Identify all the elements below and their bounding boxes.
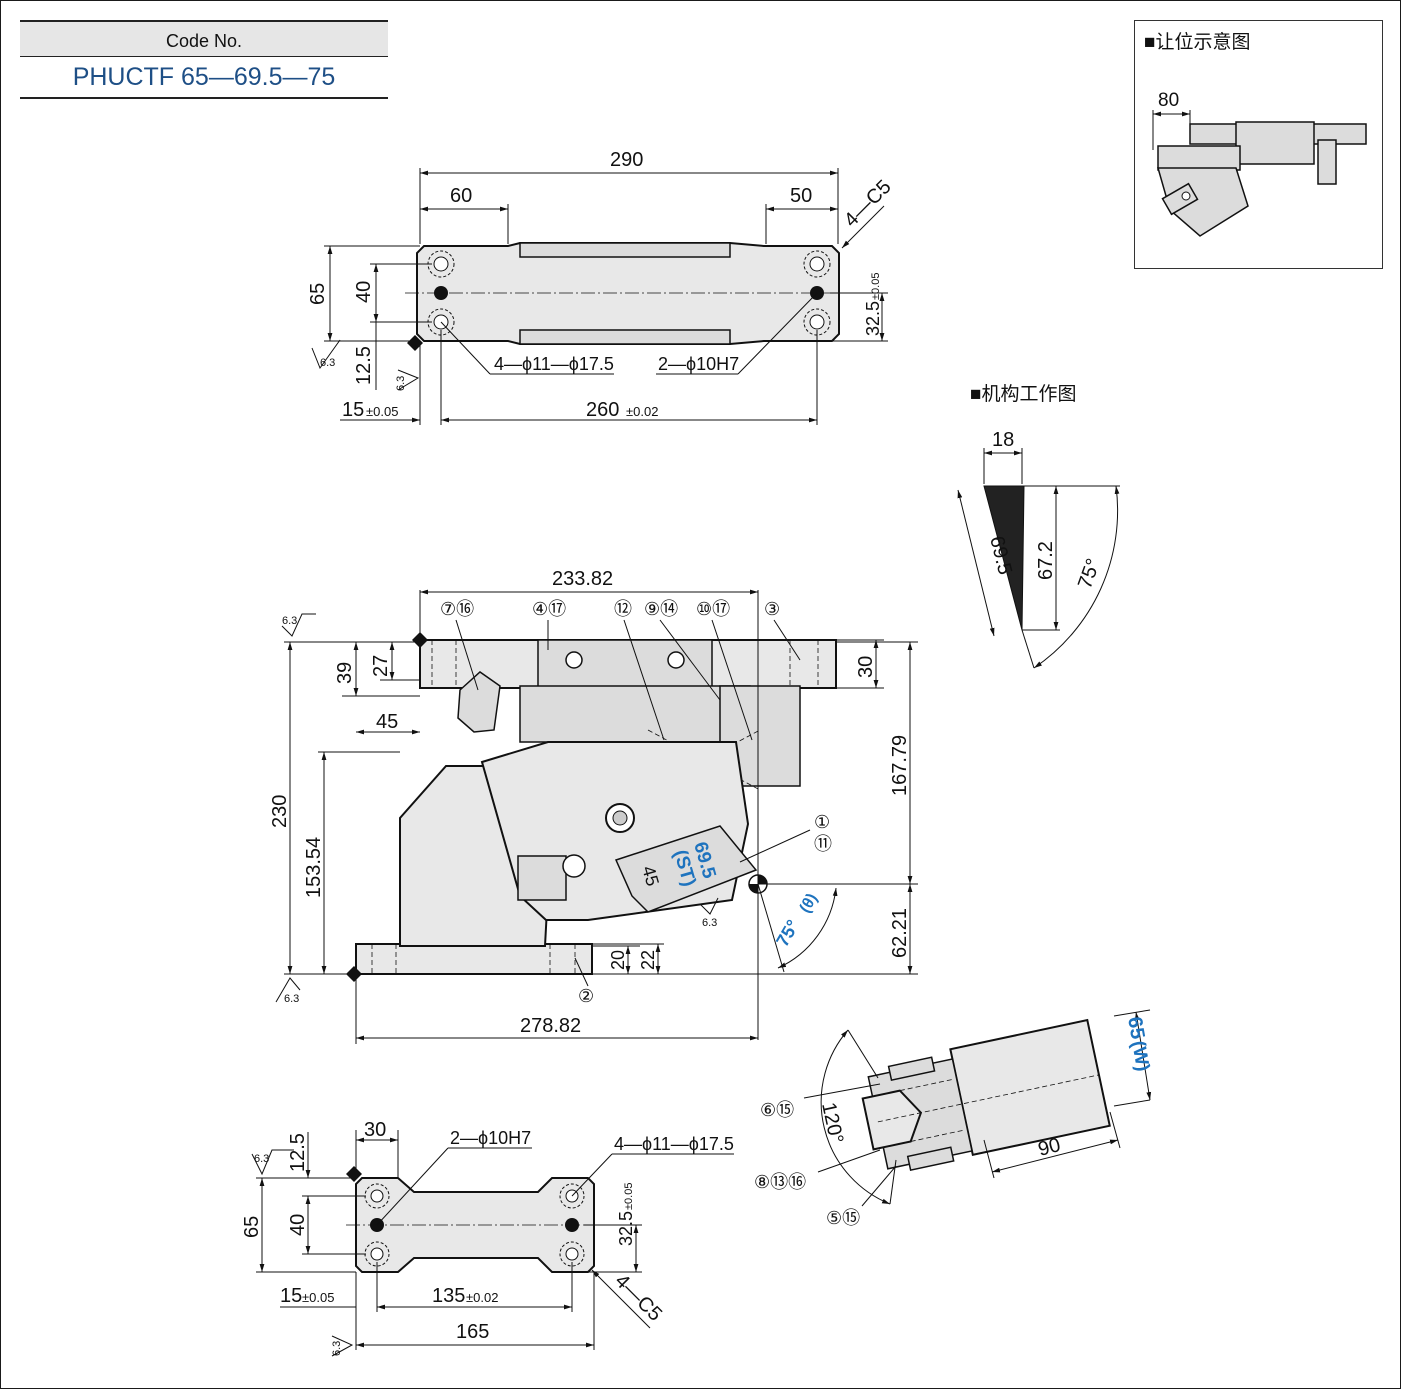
front-dim-20: 20 [608,950,628,970]
bottom-dim-165: 165 [456,1321,489,1343]
callout-1: ① [814,812,830,832]
bottom-roughness-2: 6.3 [331,1341,343,1356]
bottom-dim-135: 135 [432,1285,465,1307]
clearance-title: ■让位示意图 [1144,31,1250,53]
front-dim-233-82: 233.82 [552,568,613,590]
front-dim-230: 230 [269,795,291,828]
side-width-label: (W) [1127,1039,1153,1073]
front-dim-30: 30 [855,656,877,678]
top-roughness-1: 6.3 [320,357,335,369]
side-width-value: 65 [1123,1015,1149,1041]
front-roughness-a: 6.3 [282,615,297,627]
side-angle-120: 120° [817,1100,847,1145]
front-roughness-c: 6.3 [702,917,717,929]
front-roughness-b: 6.3 [284,993,299,1005]
callout-6-15: ⑥⑮ [760,1100,794,1120]
bottom-dim-30: 30 [364,1119,386,1141]
clearance-dim-80: 80 [1158,90,1179,111]
bottom-tol-135: ±0.02 [466,1290,498,1305]
front-dim-167-79: 167.79 [889,735,911,796]
bottom-dim-15: 15 [280,1285,302,1307]
front-dim-22: 22 [638,950,658,970]
top-tol-15: ±0.05 [366,404,398,419]
top-dim-32-5: 32.5 [863,301,883,336]
bottom-dim-65: 65 [241,1216,263,1238]
callout-3: ③ [764,599,780,619]
callout-5-15: ⑤⑮ [826,1208,860,1228]
top-dim-60: 60 [450,185,472,207]
code-header: Code No. [20,20,388,57]
top-roughness-2: 6.3 [395,376,407,391]
bottom-hole-a: 4—ϕ11—ϕ17.5 [614,1134,734,1154]
front-dim-27: 27 [370,655,392,677]
top-view-plate: 290 60 50 4—C5 65 40 12.5 32.5 ±0.05 4—ϕ… [307,149,896,425]
code-value: PHUCTF 65—69.5—75 [20,57,388,99]
callout-10-17: ⑩⑰ [696,599,730,619]
callout-12: ⑫ [614,599,632,619]
front-dim-153-54: 153.54 [303,837,325,898]
mech-angle-75: 75° [1074,556,1105,592]
callout-4-17: ④⑰ [532,599,566,619]
clearance-diagram: ■让位示意图 80 [1144,31,1367,237]
side-dim-90: 90 [1036,1134,1063,1161]
front-angle-label: (θ) [797,891,821,916]
front-dim-45-top: 45 [376,711,398,733]
mechanism-title: ■机构工作图 [970,383,1076,405]
callout-7-16: ⑦⑯ [440,599,474,619]
top-dim-50: 50 [790,185,812,207]
callout-2: ② [578,986,594,1006]
top-hole-a: 4—ϕ11—ϕ17.5 [494,354,614,374]
mech-dim-18: 18 [992,429,1014,451]
front-angle-value: 75° [772,916,803,950]
clearance-diagram-box [1134,20,1383,269]
front-dim-39: 39 [334,662,356,684]
bottom-tol-32-5: ±0.05 [623,1183,635,1210]
top-dim-260: 260 [586,399,619,421]
top-tol-32-5: ±0.05 [870,273,882,300]
callout-9-14: ⑨⑭ [644,599,678,619]
code-number-box: Code No. PHUCTF 65—69.5—75 [20,20,388,99]
top-dim-15: 15 [342,399,364,421]
top-dim-40: 40 [353,281,375,303]
bottom-view-plate: 30 12.5 2—ϕ10H7 4—ϕ11—ϕ17.5 65 40 32.5 ±… [241,1119,734,1357]
bottom-dim-40: 40 [287,1214,309,1236]
front-dim-278-82: 278.82 [520,1015,581,1037]
top-tol-260: ±0.02 [626,404,658,419]
bottom-tol-15: ±0.05 [302,1290,334,1305]
top-hole-b: 2—ϕ10H7 [658,354,739,374]
callout-8-13-16: ⑧⑬⑯ [754,1172,806,1192]
bottom-hole-b: 2—ϕ10H7 [450,1128,531,1148]
top-dim-290: 290 [610,149,643,171]
top-dim-65: 65 [307,283,329,305]
callout-11: ⑪ [814,834,832,854]
top-dim-12-5: 12.5 [353,346,375,385]
bottom-chamfer: 4—C5 [610,1270,666,1326]
front-dim-62-21: 62.21 [889,908,911,958]
side-view: 65 (W) 90 120° ⑥⑮ ⑧⑬⑯ ⑤⑮ [754,1009,1153,1228]
front-view: 233.82 39 27 45 30 167.79 62.21 230 153.… [269,568,918,1044]
bottom-roughness-1: 6.3 [254,1153,269,1165]
bottom-dim-12-5: 12.5 [287,1133,309,1172]
bottom-dim-32-5: 32.5 [616,1211,636,1246]
top-chamfer: 4—C5 [840,176,896,232]
mechanism-diagram: ■机构工作图 18 67.2 69.5 75° [957,383,1120,669]
mech-dim-67-2: 67.2 [1035,541,1057,580]
